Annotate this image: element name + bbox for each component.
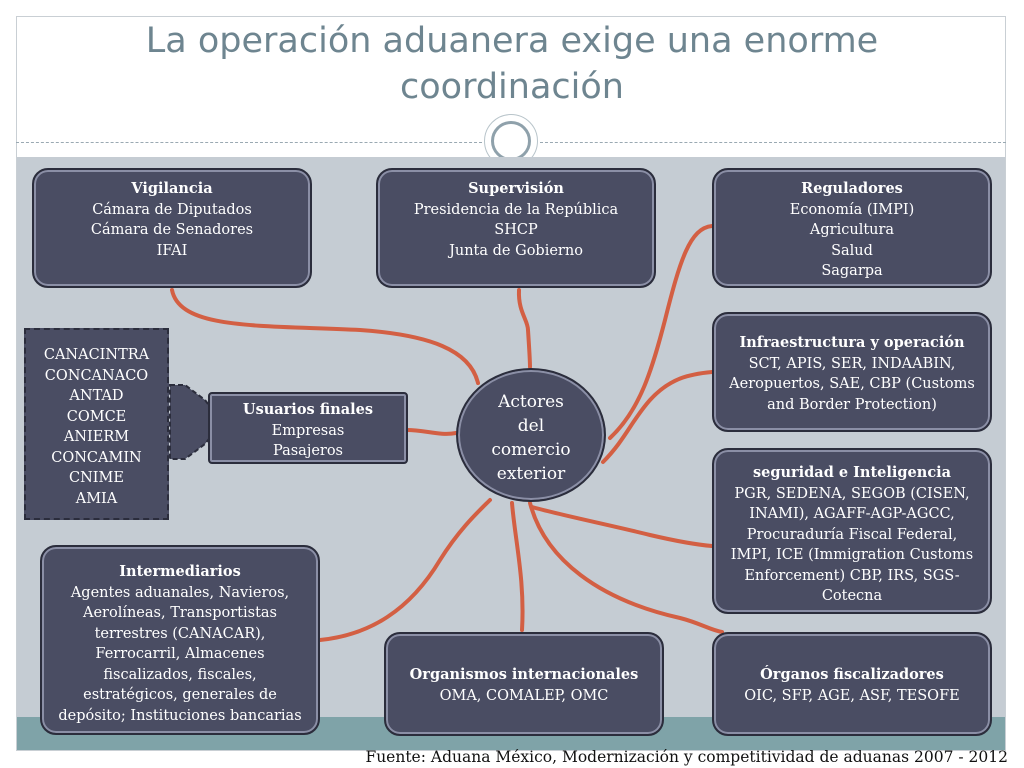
box-line: depósito; Instituciones bancarias xyxy=(58,707,302,724)
box-line: Aeropuertos, SAE, CBP (Customs xyxy=(729,376,975,392)
box-title: Vigilancia xyxy=(131,180,213,197)
box-line: IMPI, ICE (Immigration Customs xyxy=(730,547,974,563)
box-line: Junta de Gobierno xyxy=(449,242,583,259)
center-line: exterior xyxy=(496,464,566,484)
industry-group: ANIERM xyxy=(63,429,130,445)
box-usuarios-finales: Usuarios finales Empresas Pasajeros xyxy=(208,392,408,464)
box-infraestructura: Infraestructura y operación SCT, APIS, S… xyxy=(712,312,992,432)
box-line: OMA, COMALEP, OMC xyxy=(439,687,609,704)
connector-vigilancia xyxy=(170,288,480,385)
box-title: Usuarios finales xyxy=(242,401,374,418)
connector-organos xyxy=(528,501,724,634)
connector-infraestructura xyxy=(601,370,714,464)
center-ellipse: Actores del comercio exterior xyxy=(456,368,606,502)
box-title: Intermediarios xyxy=(119,563,241,580)
industry-groups-list: CANACINTRA CONCANACO ANTAD COMCE ANIERM … xyxy=(24,328,169,520)
center-line: Actores xyxy=(498,392,564,412)
industry-group: CONCAMIN xyxy=(51,449,142,466)
box-line: estratégicos, generales de xyxy=(83,687,277,703)
box-line: Ferrocarril, Almacenes xyxy=(95,646,265,662)
box-line: Economía (IMPI) xyxy=(789,201,915,218)
box-organismos-internacionales: Organismos internacionales OMA, COMALEP,… xyxy=(384,632,664,736)
industry-group: CANACINTRA xyxy=(43,347,150,363)
box-vigilancia: Vigilancia Cámara de Diputados Cámara de… xyxy=(32,168,312,288)
title-divider-left xyxy=(16,142,482,143)
box-line: IFAI xyxy=(156,242,188,259)
source-footer: Fuente: Aduana México, Modernización y c… xyxy=(365,748,1008,766)
box-seguridad-inteligencia: seguridad e Inteligencia PGR, SEDENA, SE… xyxy=(712,448,992,614)
box-title: Organismos internacionales xyxy=(409,666,639,683)
connector-supervision xyxy=(516,288,532,369)
box-title: Reguladores xyxy=(801,180,903,197)
box-line: Cotecna xyxy=(821,588,883,604)
box-line: Salud xyxy=(831,242,873,259)
box-line: SCT, APIS, SER, INDAABIN, xyxy=(748,355,956,372)
connector-organismos xyxy=(510,501,525,632)
box-title: Supervisión xyxy=(468,180,564,197)
industry-group: COMCE xyxy=(66,408,127,425)
box-line: and Border Protection) xyxy=(767,396,937,413)
box-line: Cámara de Diputados xyxy=(92,201,252,218)
center-line: comercio xyxy=(491,440,571,460)
box-supervision: Supervisión Presidencia de la República … xyxy=(376,168,656,288)
connector-reguladores xyxy=(608,224,714,440)
box-line: Sagarpa xyxy=(821,263,883,279)
industry-group: CNIME xyxy=(69,470,124,486)
box-line: INAMI), AGAFF-AGP-AGCC, xyxy=(749,506,955,522)
center-line: del xyxy=(517,416,545,436)
title-divider-right xyxy=(540,142,1006,143)
box-title: Infraestructura y operación xyxy=(739,334,965,351)
box-line: SHCP xyxy=(494,222,538,238)
connector-seguridad xyxy=(530,505,714,548)
box-organos-fiscalizadores: Órganos fiscalizadores OIC, SFP, AGE, AS… xyxy=(712,632,992,736)
connector-usuarios xyxy=(405,428,458,436)
box-intermediarios: Intermediarios Agentes aduanales, Navier… xyxy=(40,545,320,735)
industry-group: ANTAD xyxy=(69,388,124,404)
connector-intermediarios xyxy=(318,498,492,642)
box-reguladores: Reguladores Economía (IMPI) Agricultura … xyxy=(712,168,992,288)
box-line: Enforcement) CBP, IRS, SGS- xyxy=(744,567,960,584)
box-line: Agricultura xyxy=(809,222,895,238)
box-line: Cámara de Senadores xyxy=(90,222,254,238)
box-line: Procuraduría Fiscal Federal, xyxy=(746,526,958,543)
box-title: Órganos fiscalizadores xyxy=(760,666,944,683)
slide-frame xyxy=(16,16,1006,751)
box-line: Presidencia de la República xyxy=(413,201,619,218)
box-line: terrestres (CANACAR), xyxy=(94,625,266,642)
industry-group: CONCANACO xyxy=(44,367,149,384)
box-line: Agentes aduanales, Navieros, xyxy=(70,584,290,601)
box-line: PGR, SEDENA, SEGOB (CISEN, xyxy=(734,485,970,502)
box-line: Aerolíneas, Transportistas xyxy=(82,605,277,621)
box-line: Empresas xyxy=(271,422,345,439)
box-line: OIC, SFP, AGE, ASF, TESOFE xyxy=(744,687,960,704)
box-line: Pasajeros xyxy=(272,443,343,459)
slide-title: La operación aduanera exige una enorme c… xyxy=(145,21,879,107)
industry-group: AMIA xyxy=(75,490,118,507)
box-line: fiscalizados, fiscales, xyxy=(103,666,257,683)
box-title: seguridad e Inteligencia xyxy=(752,464,952,481)
